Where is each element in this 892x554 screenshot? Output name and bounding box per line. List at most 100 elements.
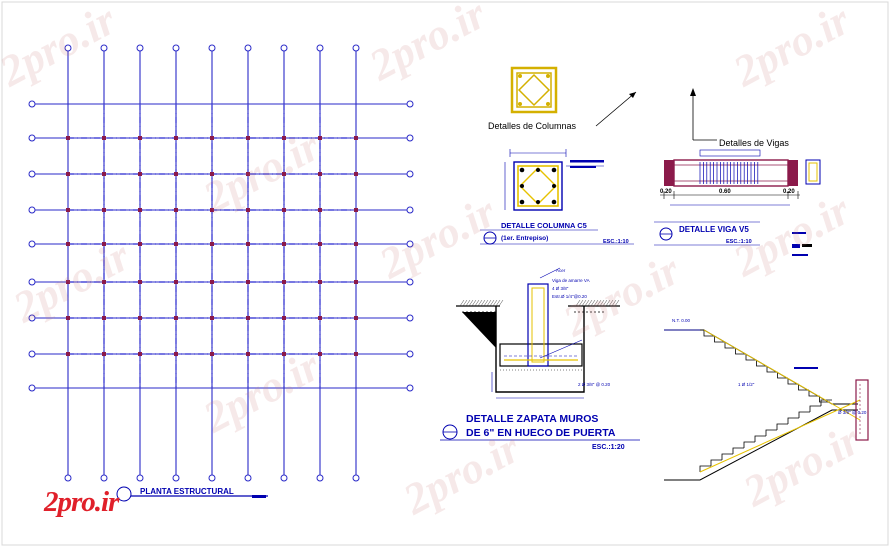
hatch-line bbox=[498, 299, 504, 307]
hatch-line bbox=[477, 299, 483, 307]
hatch-line bbox=[575, 299, 581, 307]
stair-step-upper bbox=[735, 348, 746, 355]
column-node bbox=[138, 208, 142, 212]
stair-step-lower bbox=[732, 447, 744, 454]
column-node bbox=[174, 136, 178, 140]
grid-bubble-top bbox=[136, 44, 144, 52]
stair-step-upper bbox=[766, 366, 778, 373]
hatch-line bbox=[492, 299, 498, 307]
plan-title-bubble bbox=[116, 486, 132, 502]
stair-step-upper bbox=[703, 330, 715, 337]
column-node bbox=[246, 242, 250, 246]
hatch-line bbox=[480, 299, 486, 307]
column-node bbox=[174, 352, 178, 356]
beam-dim-center: 0.60 bbox=[719, 189, 731, 195]
stair-step-lower bbox=[754, 435, 766, 442]
column-node bbox=[174, 172, 178, 176]
grid-bubble-left bbox=[28, 100, 36, 108]
column-node bbox=[318, 242, 322, 246]
column-node bbox=[354, 172, 358, 176]
column-node bbox=[318, 316, 322, 320]
beam-small-legend bbox=[792, 232, 812, 256]
grid-bubble-bottom bbox=[100, 474, 108, 482]
column-node bbox=[210, 242, 214, 246]
grid-bubble-top bbox=[244, 44, 252, 52]
column-node bbox=[138, 242, 142, 246]
column-node bbox=[210, 136, 214, 140]
grid-bubble-right bbox=[406, 170, 414, 178]
grid-bubble-bottom bbox=[352, 474, 360, 482]
column-node bbox=[210, 172, 214, 176]
footing-detail-group: Acer Viga de amarre VA 4 Ø 3/8" Estr.Ø 1… bbox=[440, 267, 640, 451]
stair-step-upper bbox=[745, 354, 757, 361]
stair-step-upper bbox=[756, 360, 767, 367]
footing-note-1: Acer bbox=[556, 268, 566, 273]
column-node bbox=[138, 172, 142, 176]
column-node bbox=[282, 316, 286, 320]
stair-detail-group: N.T. 0.00 1 Ø 1/2" Ø 3/8" @ 0.20 bbox=[664, 318, 869, 481]
grid-bubble-top bbox=[316, 44, 324, 52]
column-node bbox=[174, 280, 178, 284]
column-detail-subtitle: (1er. Entrepiso) bbox=[501, 235, 548, 242]
grid-bubble-right bbox=[406, 134, 414, 142]
column-node bbox=[210, 352, 214, 356]
footing-section bbox=[456, 267, 620, 399]
hatch-line bbox=[483, 299, 489, 307]
column-node bbox=[66, 208, 70, 212]
grid-bubble-top bbox=[208, 44, 216, 52]
hatch-line bbox=[468, 299, 474, 307]
column-node bbox=[66, 136, 70, 140]
column-node bbox=[174, 242, 178, 246]
column-node bbox=[210, 316, 214, 320]
grid-bubble-bottom bbox=[208, 474, 216, 482]
column-node bbox=[282, 280, 286, 284]
hatch-line bbox=[495, 299, 501, 307]
stair-step-upper bbox=[798, 384, 809, 391]
column-node bbox=[174, 208, 178, 212]
footing-note-3: 4 Ø 3/8" bbox=[552, 286, 569, 291]
columns-pointer-label: Detalles de Columnas bbox=[488, 121, 577, 131]
column-node bbox=[282, 136, 286, 140]
column-node bbox=[174, 316, 178, 320]
hatch-line bbox=[602, 299, 608, 307]
plan-title: PLANTA ESTRUCTURAL bbox=[140, 487, 234, 496]
hatch-line bbox=[459, 299, 465, 307]
column-node bbox=[282, 352, 286, 356]
column-node bbox=[318, 172, 322, 176]
footing-note-4: Estr.Ø 1/4"@0.20 bbox=[552, 294, 587, 299]
grid-bubble-top bbox=[172, 44, 180, 52]
hatch-line bbox=[587, 299, 593, 307]
grid-bubble-left bbox=[28, 314, 36, 322]
hatch-line bbox=[596, 299, 602, 307]
column-node bbox=[210, 280, 214, 284]
stair-steps bbox=[699, 330, 832, 472]
beams-pointer-label: Detalles de Vigas bbox=[719, 138, 789, 148]
column-node bbox=[318, 136, 322, 140]
grid-bubble-right bbox=[406, 278, 414, 286]
column-node bbox=[246, 352, 250, 356]
column-node bbox=[246, 280, 250, 284]
stair-step-upper bbox=[808, 390, 820, 397]
footing-title-line2: DE 6" EN HUECO DE PUERTA bbox=[466, 427, 616, 439]
grid-bubble-left bbox=[28, 134, 36, 142]
grid-bubble-bottom bbox=[172, 474, 180, 482]
hatch-line bbox=[471, 299, 477, 307]
grid-bubble-right bbox=[406, 350, 414, 358]
grid-bubble-left bbox=[28, 170, 36, 178]
column-node bbox=[102, 172, 106, 176]
grid-bubble-bottom bbox=[316, 474, 324, 482]
column-node bbox=[354, 208, 358, 212]
hatch-line bbox=[578, 299, 584, 307]
grid-bubble-right bbox=[406, 100, 414, 108]
column-node bbox=[318, 208, 322, 212]
beam-dim-left: 0.20 bbox=[660, 189, 672, 195]
stair-step-lower bbox=[721, 453, 733, 460]
grid-bubble-top bbox=[352, 44, 360, 52]
grid-bubble-top bbox=[100, 44, 108, 52]
stair-step-lower bbox=[787, 417, 799, 424]
plan-title-scale-bar bbox=[252, 495, 266, 498]
column-node bbox=[138, 352, 142, 356]
grid-bubble-bottom bbox=[64, 474, 72, 482]
column-node bbox=[66, 352, 70, 356]
hatch-line bbox=[605, 299, 611, 307]
